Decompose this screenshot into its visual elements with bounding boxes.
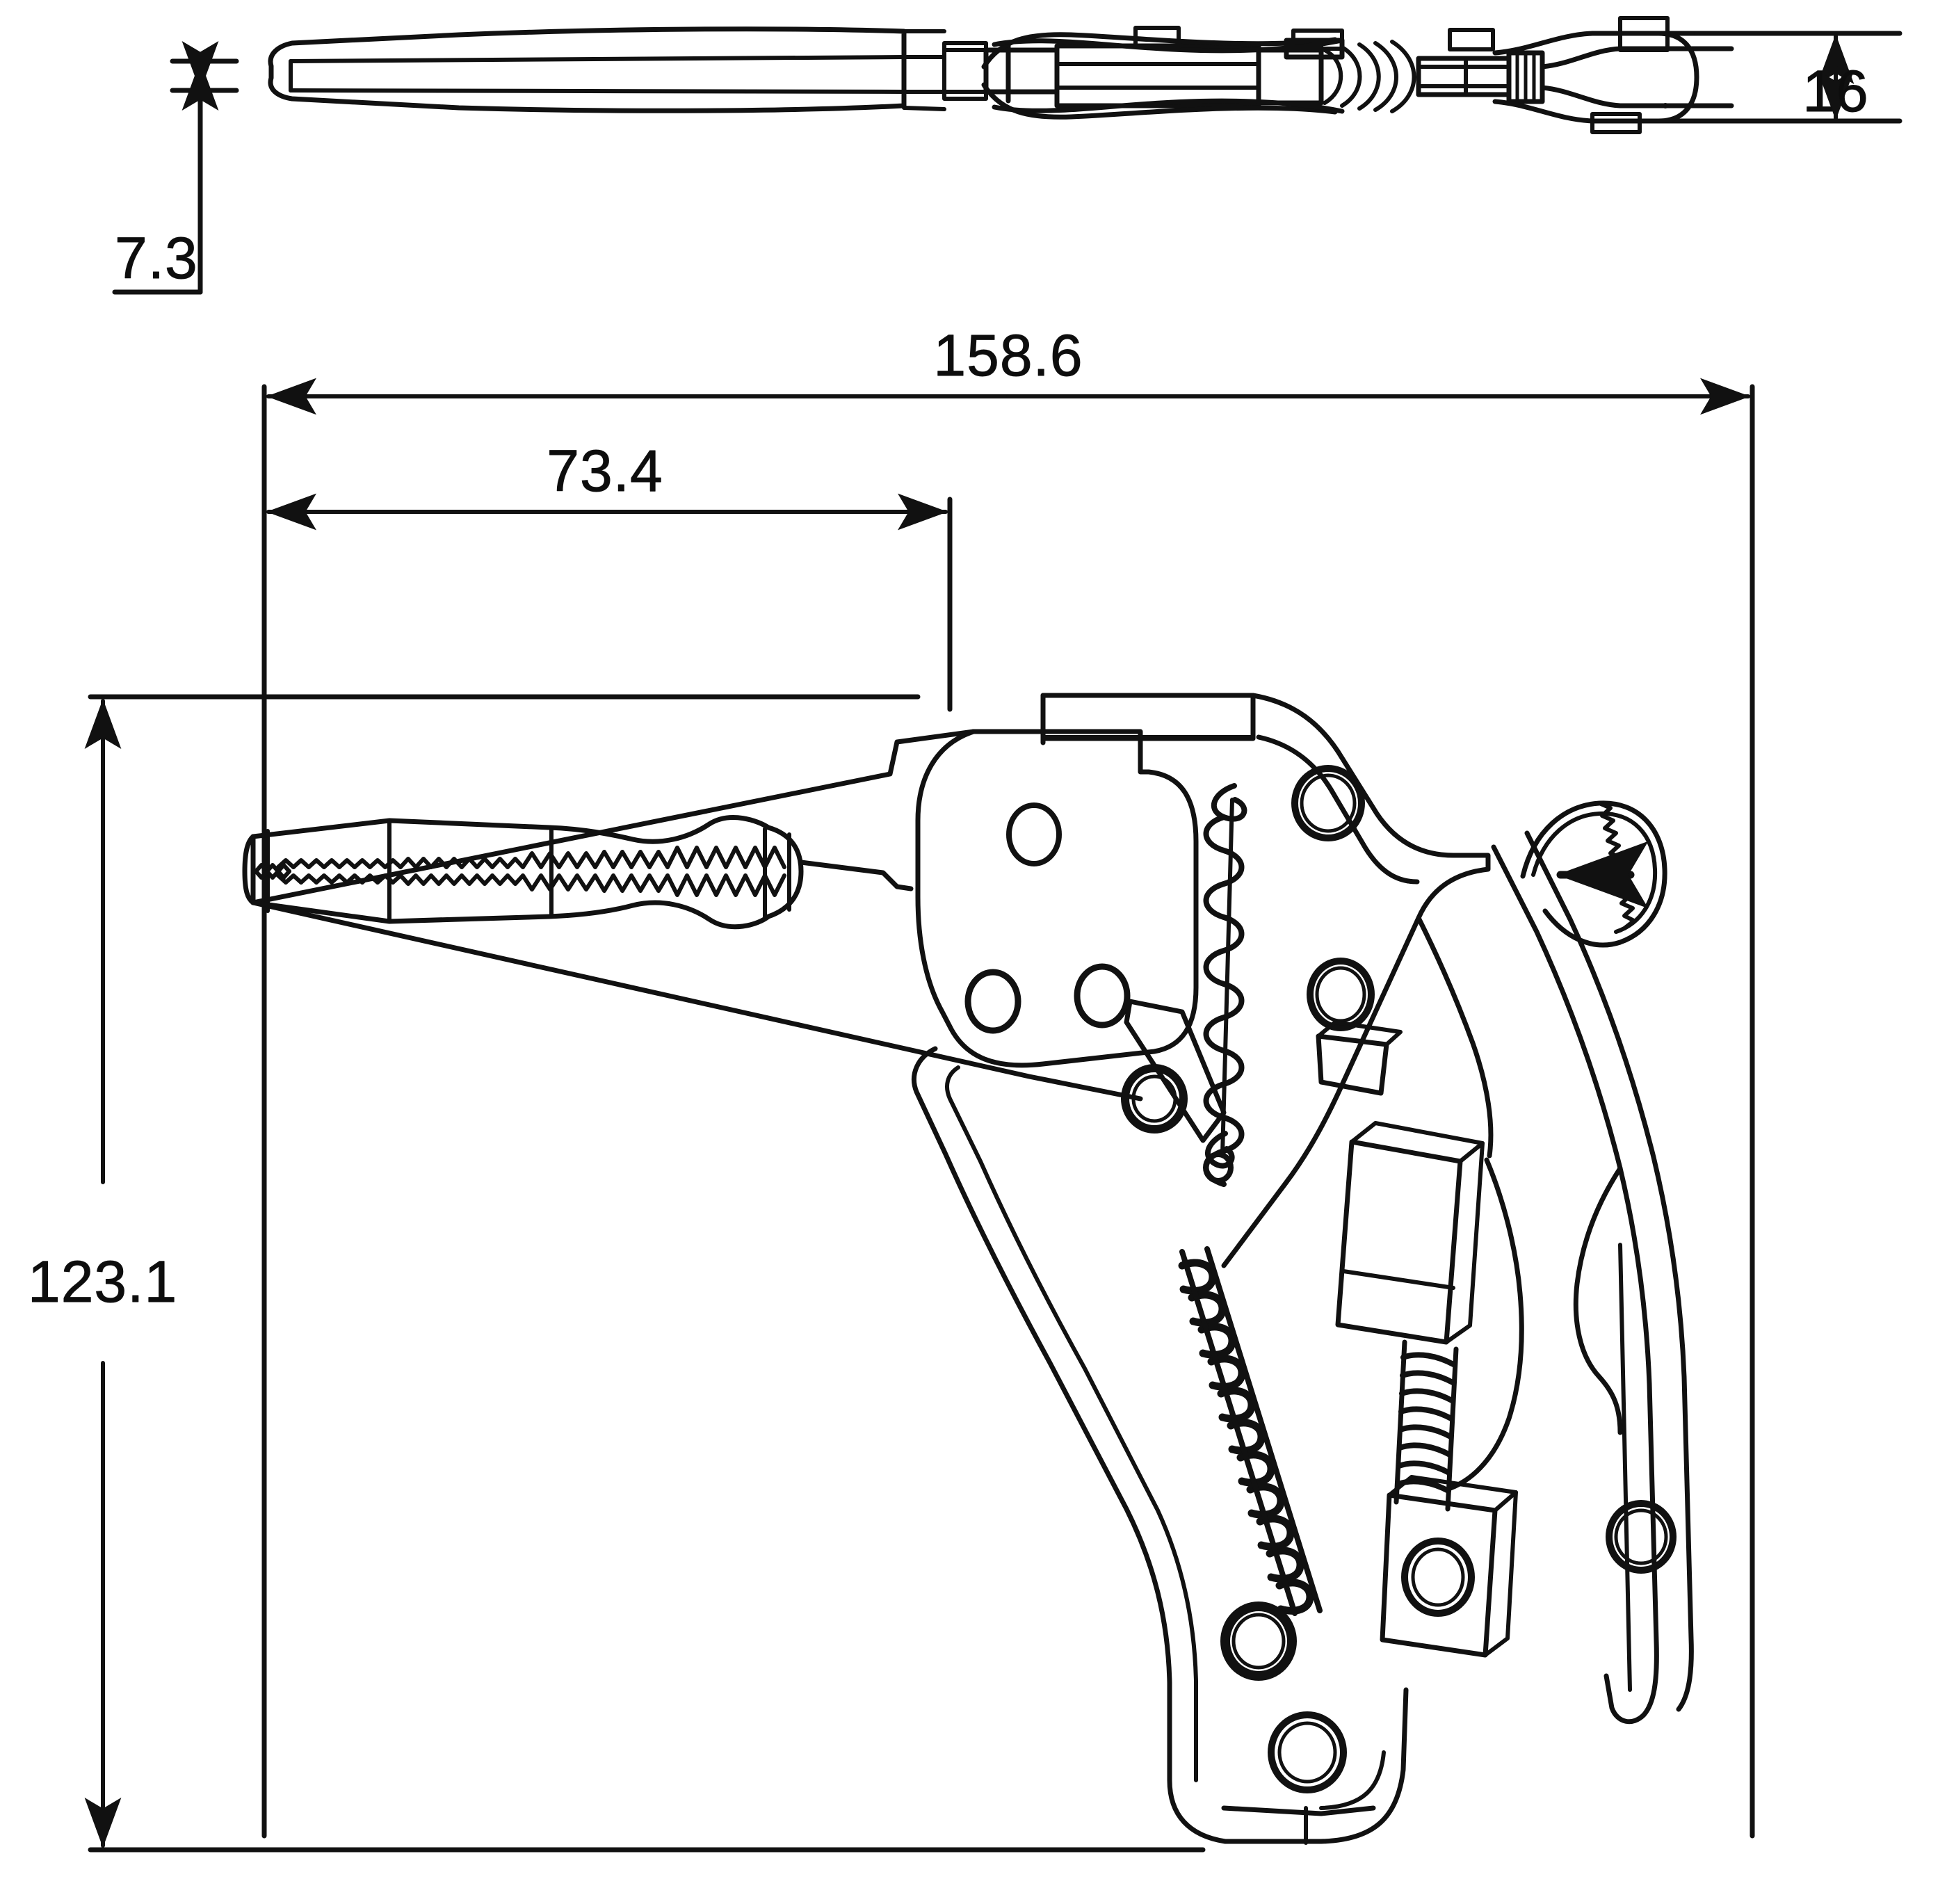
- jaw-upper-profile: [250, 815, 771, 844]
- jaw-link: [798, 860, 914, 892]
- handle-bottom-edge-inner: [1319, 1750, 1386, 1810]
- lower-spring-wire-b: [1204, 1246, 1323, 1613]
- top-head-upper-curve2: [1540, 46, 1734, 70]
- lower-handle-outline: [912, 1046, 1324, 1844]
- top-thread-arcs: [1323, 40, 1416, 113]
- adjust-block: [1335, 1139, 1463, 1345]
- handle-bottom-hole: [1268, 1711, 1347, 1793]
- frame-hole-top: [1291, 765, 1365, 841]
- dimension-7-3: 7.3: [112, 41, 239, 295]
- screw-shaft-left: [1393, 1339, 1407, 1505]
- top-head-center-dot: [1663, 103, 1668, 108]
- jaw-teeth-tip-lower: [254, 869, 291, 880]
- dim-16-label: 16: [1802, 58, 1868, 124]
- screw-clevis-hole: [1401, 1538, 1475, 1617]
- dimension-16: 16: [1694, 31, 1902, 124]
- frame-hole-top-inner: [1300, 773, 1357, 833]
- handle-bottom-edge: [1318, 1687, 1409, 1844]
- frame-hole-mid: [1307, 958, 1375, 1031]
- frame-notch: [1316, 1033, 1389, 1096]
- top-main-block: [1054, 43, 1261, 108]
- handle-mid-hole: [1220, 1602, 1297, 1681]
- dim-158-6-label: 158.6: [933, 323, 1083, 388]
- lower-handle-inner: [945, 1065, 1198, 1782]
- frame-lower-edge: [1416, 915, 1494, 1159]
- top-right-block-1: [1256, 47, 1324, 106]
- upper-spring-core: [1220, 798, 1234, 1156]
- handle-bottom-pad: [1221, 1805, 1376, 1816]
- upper-jaw-arm: [250, 729, 976, 905]
- head-hole-bottom-right: [1074, 963, 1131, 1028]
- release-lever-waist: [1573, 1165, 1623, 1435]
- release-lever-pivot-hole: [1606, 1500, 1677, 1574]
- jaw-teeth-upper: [276, 846, 786, 869]
- handle-link-hole-inner: [1131, 1074, 1177, 1123]
- lower-spring-wire-a: [1179, 1249, 1298, 1616]
- side-view: 158.6 73.4 123.1: [21, 323, 1755, 1853]
- grip-inner-top-line: [289, 55, 906, 63]
- release-lever-rib: [1618, 1243, 1632, 1692]
- dim-7-3-label: 7.3: [115, 225, 198, 291]
- frame-lower-edge-2: [1448, 1157, 1524, 1491]
- release-lever-pivot-hole-inner: [1614, 1508, 1668, 1565]
- top-tab-1: [1133, 26, 1181, 49]
- dim-123-text-mask: [21, 1220, 229, 1332]
- dim-123-1-label: 123.1: [28, 1249, 177, 1314]
- screw-clevis-hole-inner: [1411, 1547, 1465, 1607]
- top-head-lower-curve: [1492, 99, 1734, 124]
- main-frame-inner-edge: [1256, 734, 1420, 885]
- handle-link-hole: [1121, 1064, 1188, 1133]
- jaw-nose-block: [242, 834, 256, 905]
- jaw-lower-profile: [250, 900, 771, 930]
- upper-spring-anchor: [1203, 1152, 1234, 1184]
- top-tab-3: [1448, 28, 1495, 51]
- grip-inner-bottom-line: [289, 88, 906, 94]
- main-frame-outline: [1221, 693, 1491, 1268]
- release-lever-outer: [1491, 844, 1659, 1725]
- head-plate: [915, 729, 1199, 1068]
- frame-hole-mid-inner: [1315, 966, 1366, 1023]
- release-lever-inner: [1524, 830, 1694, 1712]
- head-hole-top: [1006, 802, 1062, 866]
- top-head-upper-curve: [1492, 31, 1734, 56]
- top-body-plate: [983, 47, 1060, 95]
- adjust-block-div: [1341, 1269, 1455, 1290]
- screw-threads: [1396, 1352, 1456, 1494]
- dimension-123-1: 123.1: [21, 694, 1206, 1853]
- handle-shank-outline-bottom: [902, 106, 946, 111]
- thumb-tab-outline: [1520, 800, 1667, 948]
- grip-outer-profile: [268, 26, 907, 113]
- top-boss-1-inner: [942, 48, 988, 94]
- jaw-round-tip: [766, 825, 804, 919]
- lower-jaw-arm: [250, 900, 1143, 1102]
- adjust-block-side-face: [1444, 1141, 1485, 1344]
- handle-link-bar: [1124, 999, 1227, 1143]
- jaw-teeth-tip: [254, 863, 291, 873]
- screw-clevis: [1380, 1492, 1498, 1658]
- dimension-73-4: 73.4: [266, 438, 953, 712]
- frame-notch-top: [1316, 1020, 1403, 1047]
- top-head-round-end: [1656, 31, 1699, 124]
- head-hole-bottom-left: [964, 969, 1021, 1034]
- dimension-158-6: 158.6: [261, 323, 1755, 1839]
- jaw-teeth-lower: [276, 873, 786, 897]
- handle-bottom-hole-inner: [1277, 1721, 1337, 1784]
- screw-clevis-side: [1483, 1490, 1518, 1657]
- handle-mid-hole-inner: [1231, 1613, 1286, 1670]
- top-view: 7.3 16: [112, 16, 1902, 295]
- top-head-lower-curve2: [1540, 85, 1734, 108]
- dim-73-4-label: 73.4: [547, 438, 663, 503]
